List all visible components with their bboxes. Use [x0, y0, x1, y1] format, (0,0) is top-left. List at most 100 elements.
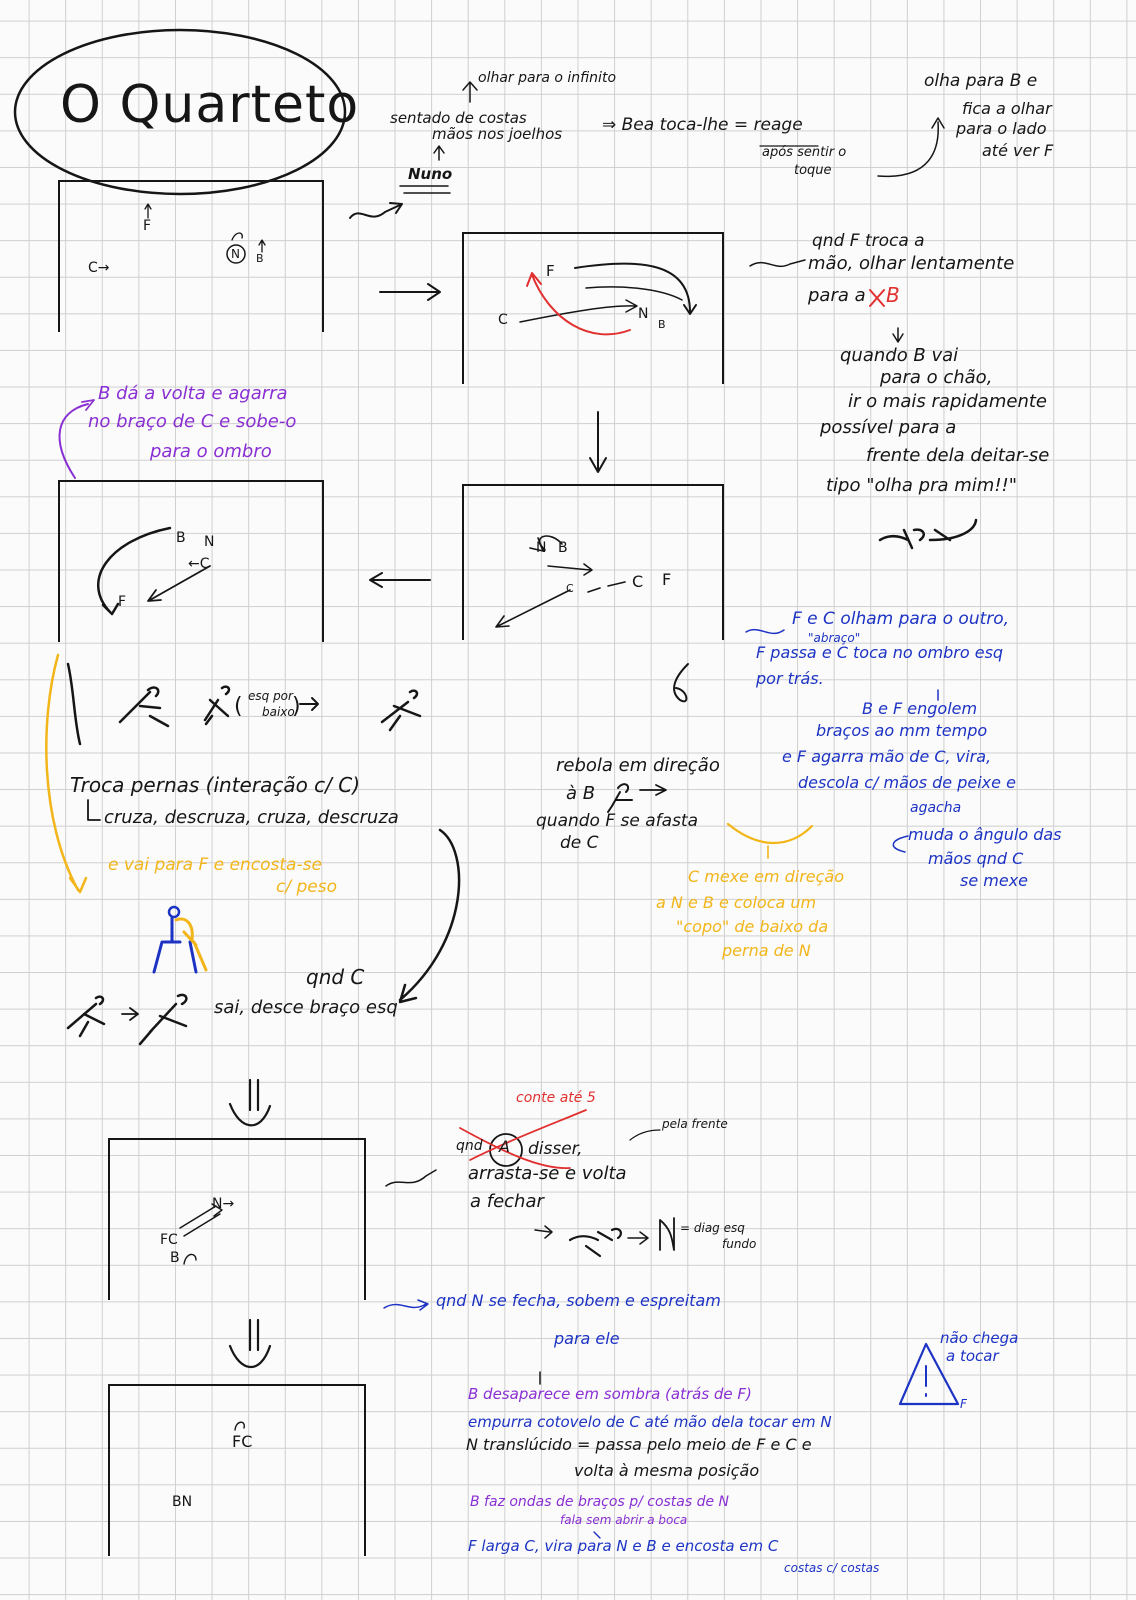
arrow-to-qnd: [385, 1169, 437, 1187]
arrow-up-infinito: [462, 81, 478, 103]
stage-box-5: [108, 1138, 366, 1300]
stage5-circled-a: A: [499, 1137, 510, 1156]
blue-right-8: agacha: [910, 800, 962, 816]
figure-lying-2: [568, 1227, 622, 1258]
left-mid-2: cruza, descruza, cruza, descruza: [104, 807, 399, 828]
bottom-blk-1: N translúcido = passa pelo meio de F e C…: [466, 1435, 812, 1454]
yellow-cup: [726, 822, 814, 844]
stage2-note5: para o chão,: [880, 367, 993, 388]
stage5-red: conte até 5: [516, 1090, 596, 1106]
stage-box-6: [108, 1384, 366, 1556]
look-b-1: olha para B e: [924, 71, 1038, 91]
purple-note-3: para o ombro: [150, 441, 272, 462]
arrow-stage4-stage3: [369, 572, 431, 588]
stage2-note6: ir o mais rapidamente: [848, 391, 1047, 412]
double-down-2: [228, 1318, 272, 1369]
arrow-to-nuno: [349, 202, 403, 219]
triangle-note-2: a tocar: [946, 1347, 999, 1365]
blue-right-5: braços ao mm tempo: [816, 721, 988, 740]
center-mid-1: rebola em direção: [556, 755, 720, 776]
center-mid-yellow4: perna de N: [722, 941, 811, 960]
paren-open: (: [234, 694, 243, 719]
arrow-pela-frente: [629, 1129, 661, 1141]
double-down-1: [228, 1078, 272, 1127]
stage-box-4: [462, 484, 724, 640]
purple-note-2: no braço de C e sobe-o: [88, 411, 297, 432]
big-curve-arrow: [398, 828, 461, 1004]
look-b-3: para o lado: [956, 119, 1047, 138]
arrow-up-nuno: [433, 145, 445, 161]
nuno-underline: [399, 185, 451, 194]
center-mid-yellow1: C mexe em direção: [688, 867, 845, 886]
stage2-n: N: [638, 306, 649, 322]
arrow-down-note: [892, 327, 904, 343]
arrow-stage2-stage4: [589, 411, 607, 473]
page-title: O Quarteto: [60, 75, 360, 135]
stage-box-3: [58, 480, 324, 642]
bottom-purple-2: B faz ondas de braços p/ costas de N: [470, 1494, 730, 1510]
stage4-f: F: [662, 570, 672, 589]
look-b-4: até ver F: [982, 141, 1054, 160]
stage1-b: B: [256, 252, 264, 265]
blue-right-1: F e C olham para o outro,: [792, 609, 1010, 629]
blue-right-6: e F agarra mão de C, vira,: [782, 747, 992, 766]
intro-line-top: olhar para o infinito: [478, 70, 617, 86]
center-mid-yellow2: a N e B e coloca um: [656, 893, 817, 912]
cruza-hook: [87, 799, 101, 821]
stage2-note2: mão, olhar lentamente: [808, 253, 1015, 274]
paired-figure-icon: [152, 905, 208, 974]
arrow-stage1-stage2: [379, 283, 441, 301]
blue-right-9: muda o ângulo das: [908, 825, 1062, 844]
blue-right-3: por trás.: [756, 669, 824, 688]
left-mid-esq: esq por: [248, 689, 293, 703]
arrow-curve-look: [877, 117, 945, 178]
blue-right-4: B e F engolem: [862, 699, 978, 718]
left-mid-baixo: baixo: [262, 705, 295, 719]
blue-right-7: descola c/ mãos de peixe e: [798, 773, 1016, 792]
red-strike-b: [869, 289, 885, 307]
stage4-c2: C: [632, 572, 644, 591]
stage2-note4: quando B vai: [840, 345, 959, 366]
stage2-note1: qnd F troca a: [812, 231, 925, 251]
arrow-fechar: [534, 1225, 553, 1239]
stage4-c1: C: [566, 582, 574, 595]
paren-close: ): [292, 694, 301, 719]
center-squiggle: [673, 663, 689, 703]
stage5-n: N→: [212, 1196, 235, 1212]
blue-right-11: se mexe: [960, 871, 1029, 890]
stage5-diag: = diag esq: [680, 1221, 745, 1235]
stage-box-2: [462, 232, 724, 384]
left-mid-1: Troca pernas (interação c/ C): [70, 773, 361, 797]
stage5-line2: arrasta-se e volta: [468, 1163, 627, 1184]
center-mid-yellow3: "copo" de baixo da: [676, 917, 829, 936]
after-touch-2: toque: [794, 163, 832, 178]
blue-arrow-right: [745, 628, 785, 635]
nuno-label: Nuno: [408, 165, 453, 183]
blue-qnd-n-1: qnd N se fecha, sobem e espreitam: [436, 1291, 721, 1310]
stage5-b: B: [170, 1250, 180, 1266]
stage3-f: F: [118, 594, 127, 610]
blue-curve-muda: [892, 835, 909, 853]
stage2-note9: tipo "olha pra mim!!": [826, 475, 1018, 496]
qnd-c-2: sai, desce braço esq: [214, 997, 398, 1018]
intro-line1: sentado de costas: [390, 109, 527, 127]
stick-figures-row-2: [66, 993, 188, 1046]
stage2-note8: frente dela deitar-se: [866, 445, 1050, 466]
stage5-fc: FC: [160, 1232, 178, 1248]
intro-line2: mãos nos joelhos: [432, 125, 563, 143]
bottom-purple-1: B desaparece em sombra (atrás de F): [468, 1385, 752, 1403]
after-touch-1: após sentir o: [762, 145, 847, 160]
stage5-pela: pela frente: [662, 1117, 728, 1131]
left-mid-yellow2: c/ peso: [276, 877, 337, 897]
intro-arrow-text: ⇒ Bea toca-lhe = reage: [602, 115, 803, 135]
center-mid-2: à B: [566, 783, 596, 804]
triangle-f: F: [960, 1397, 967, 1411]
stage1-c: C→: [88, 260, 110, 276]
n-figure: [659, 1217, 675, 1251]
blue-qnd-n-2: para ele: [554, 1329, 620, 1348]
stage2-note3: para a: [808, 285, 866, 306]
stage1-f: F: [143, 218, 152, 234]
stage5-line3: a fechar: [470, 1191, 544, 1212]
stage4-b: B: [558, 540, 568, 556]
stage6-bn: BN: [172, 1494, 193, 1510]
